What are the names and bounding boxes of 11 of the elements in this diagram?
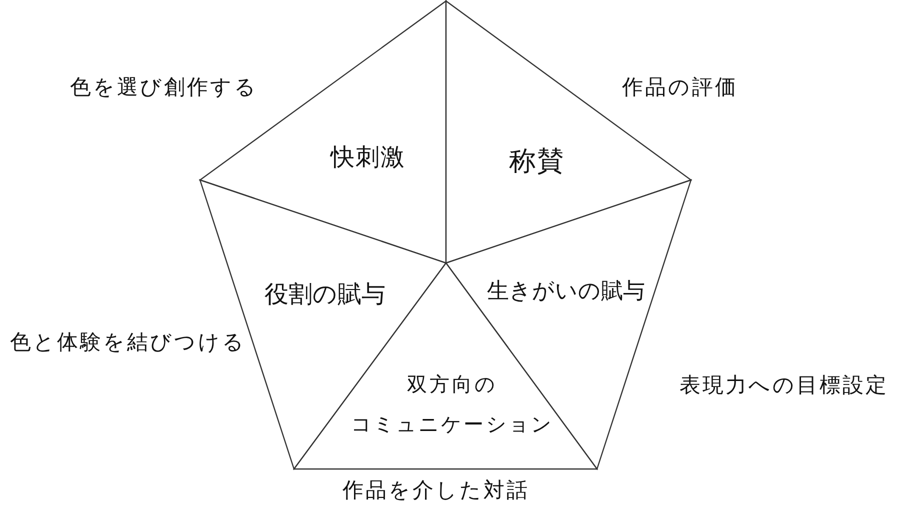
side-caption: 表現力への目標設定 — [680, 372, 888, 399]
segment-label: 役割の賦与 — [264, 279, 386, 310]
pentagon-segment — [446, 1, 691, 263]
segment-label: 生きがいの賦与 — [487, 278, 645, 306]
side-caption: 作品を介した対話 — [342, 477, 530, 504]
side-caption: 色と体験を結びつける — [10, 329, 246, 356]
side-caption: 作品の評価 — [622, 74, 738, 101]
segment-label: 双方向のコミュニケーション — [350, 371, 554, 438]
segment-label: 快刺激 — [330, 142, 406, 173]
side-caption: 色を選び創作する — [70, 74, 258, 101]
segment-label: 称賛 — [509, 145, 565, 179]
